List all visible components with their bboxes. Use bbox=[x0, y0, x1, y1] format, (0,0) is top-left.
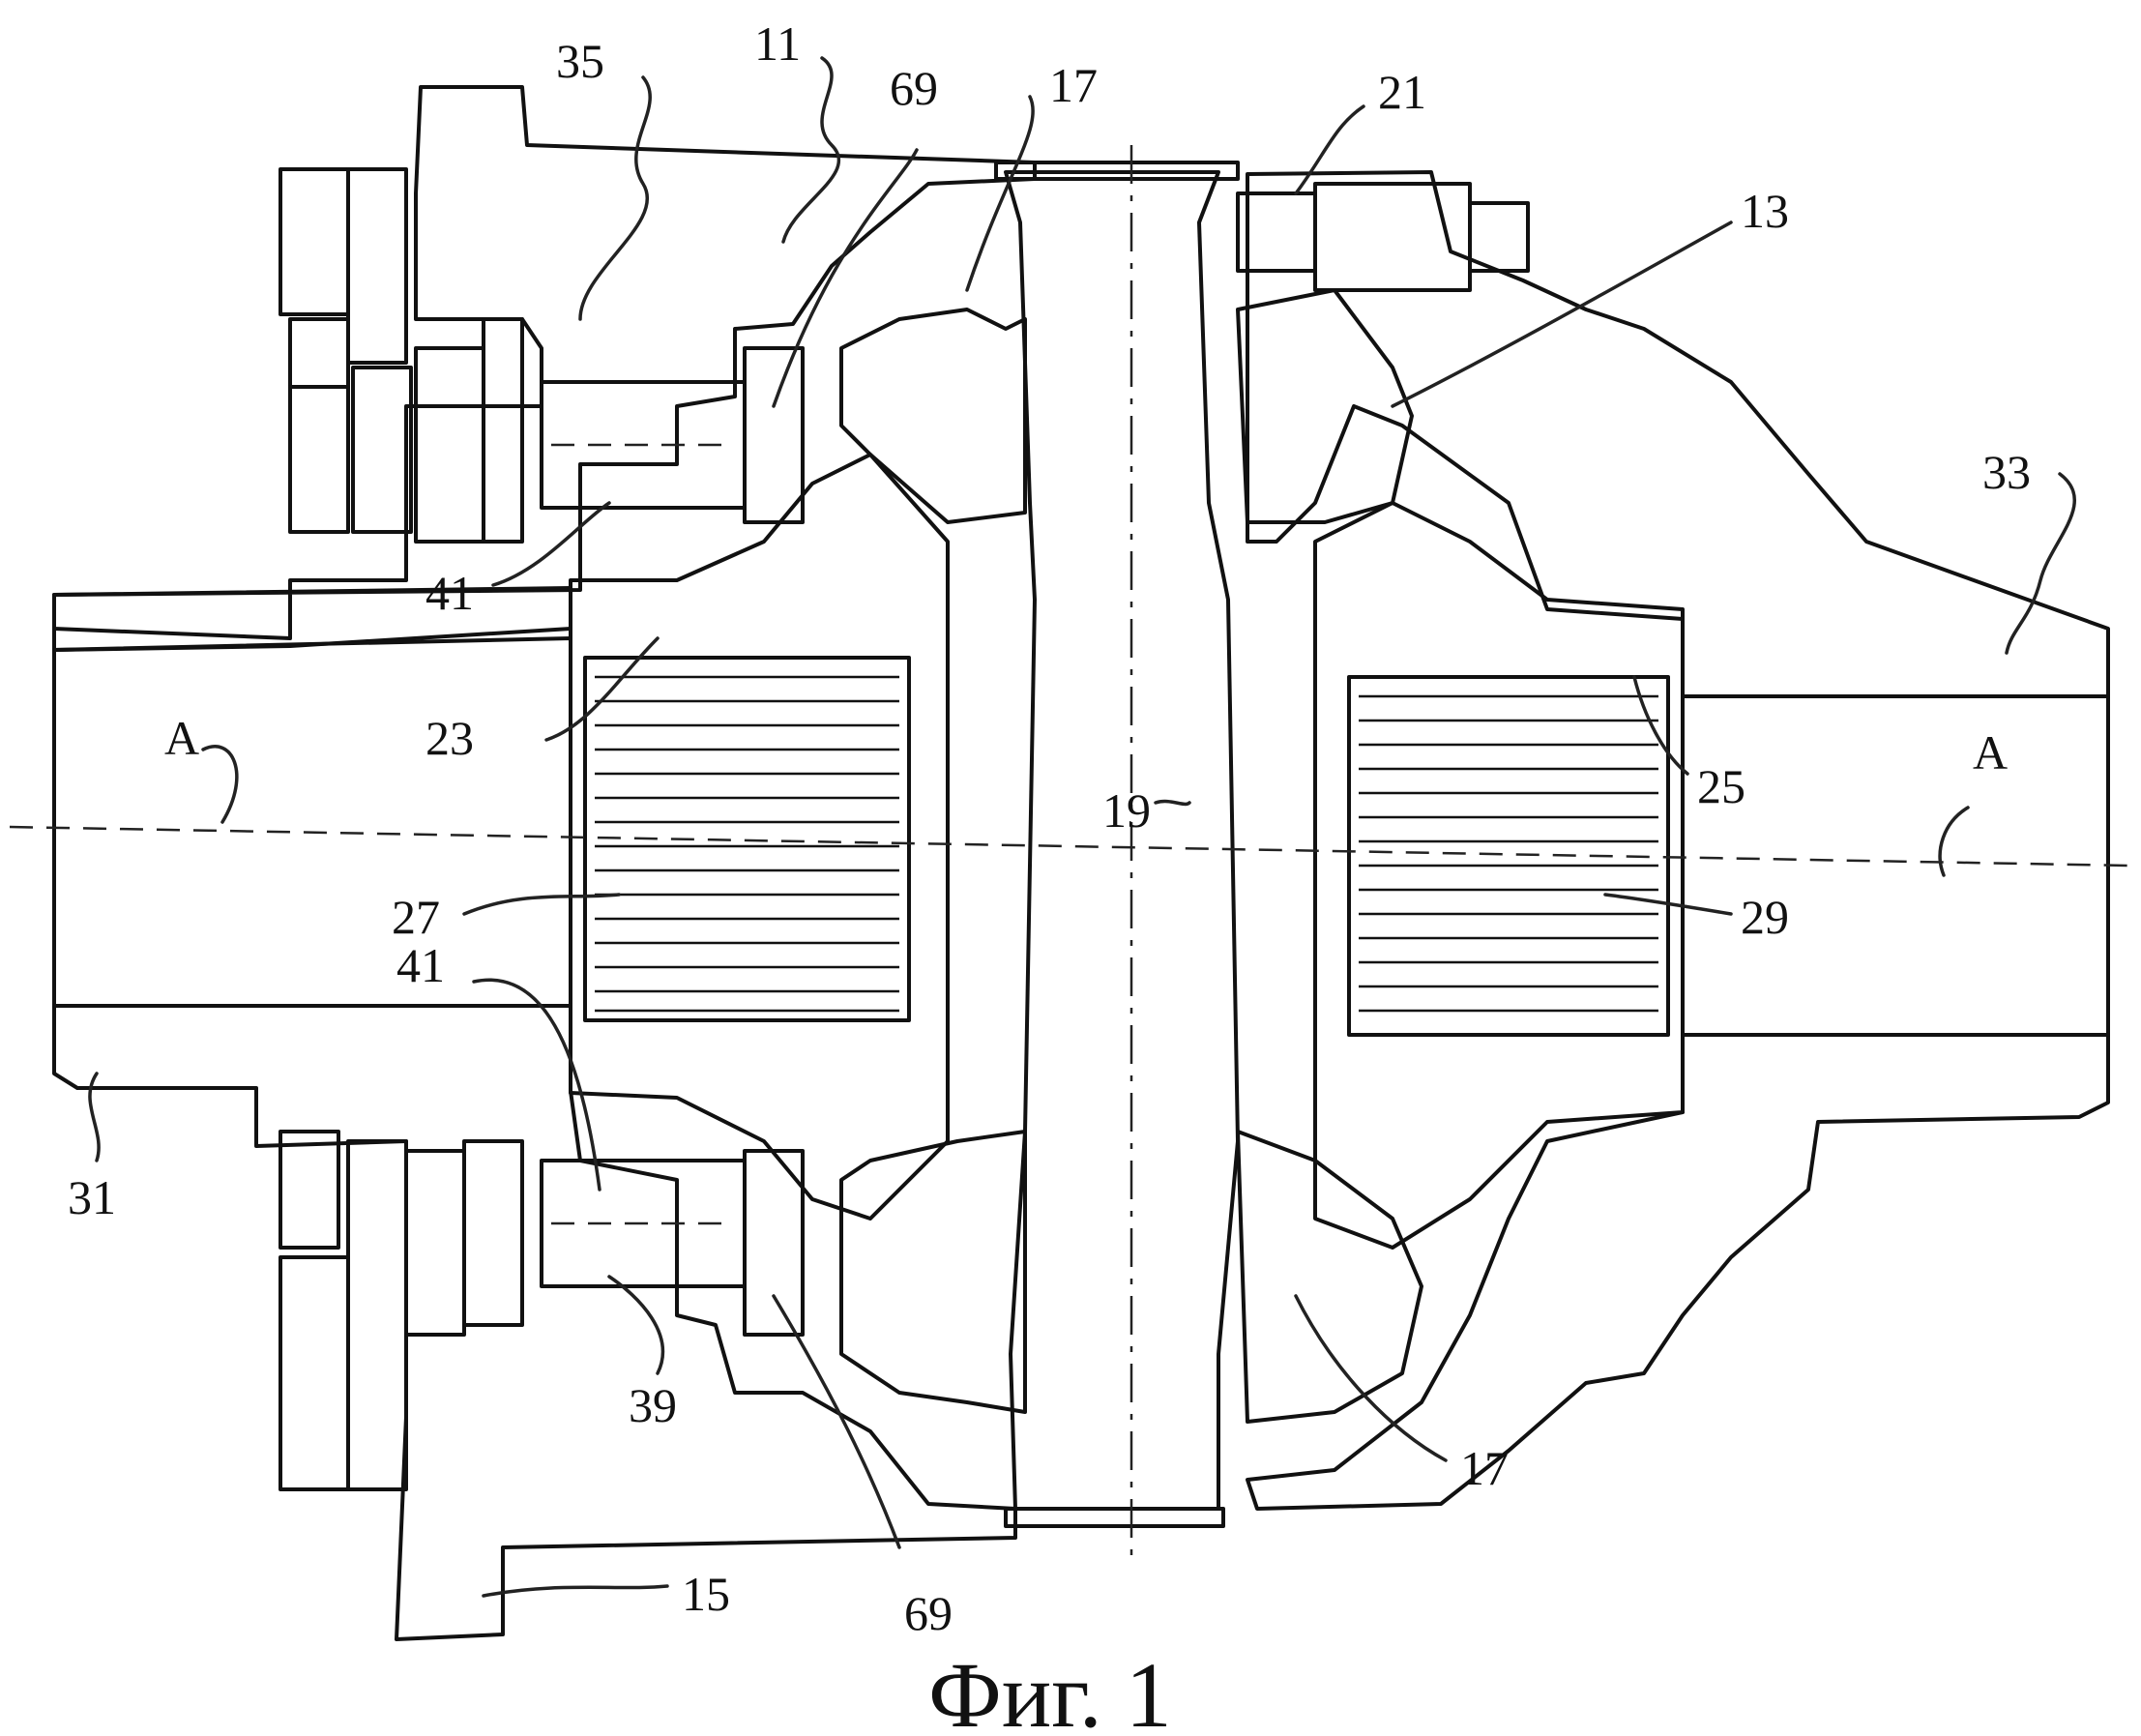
spline-23 bbox=[595, 675, 899, 1013]
leader-lines bbox=[88, 56, 2076, 1598]
label-A-right: A bbox=[1973, 725, 2008, 780]
label-23: 23 bbox=[425, 711, 474, 765]
label-17-top: 17 bbox=[1049, 58, 1098, 112]
spline-25 bbox=[1359, 694, 1658, 1013]
axis-A bbox=[9, 825, 2128, 868]
housing-half-11 bbox=[52, 85, 1037, 652]
label-29: 29 bbox=[1741, 890, 1789, 944]
label-41-bot: 41 bbox=[396, 938, 445, 992]
shaft-bores bbox=[52, 636, 2110, 1037]
housing-half-15 bbox=[52, 1004, 1017, 1641]
label-15: 15 bbox=[682, 1567, 730, 1621]
label-41-top: 41 bbox=[425, 566, 474, 620]
bolt-21 bbox=[1236, 182, 1530, 292]
label-A-left: A bbox=[164, 711, 199, 765]
label-69-bot: 69 bbox=[904, 1586, 953, 1640]
label-21: 21 bbox=[1378, 65, 1426, 119]
label-69-top: 69 bbox=[890, 61, 938, 115]
label-25: 25 bbox=[1697, 759, 1745, 813]
left-seal-stack bbox=[279, 167, 524, 1491]
side-gear-25 bbox=[1313, 501, 1685, 1250]
label-33: 33 bbox=[1982, 445, 2031, 499]
label-19: 19 bbox=[1102, 783, 1151, 838]
label-11: 11 bbox=[754, 16, 801, 71]
side-gear-23 bbox=[569, 453, 950, 1221]
pins-41 bbox=[540, 346, 805, 1337]
label-31: 31 bbox=[68, 1170, 116, 1224]
label-17-bot: 17 bbox=[1460, 1441, 1509, 1495]
label-35: 35 bbox=[556, 34, 604, 88]
label-13: 13 bbox=[1741, 184, 1789, 238]
reference-labels: 35 11 69 17 21 13 33 41 23 A 19 25 A 27 … bbox=[68, 16, 2031, 1640]
figure-caption: Фиг. 1 bbox=[928, 1643, 1172, 1736]
cross-pin-19 bbox=[994, 145, 1240, 1557]
label-39: 39 bbox=[629, 1378, 677, 1432]
label-27: 27 bbox=[392, 890, 440, 944]
